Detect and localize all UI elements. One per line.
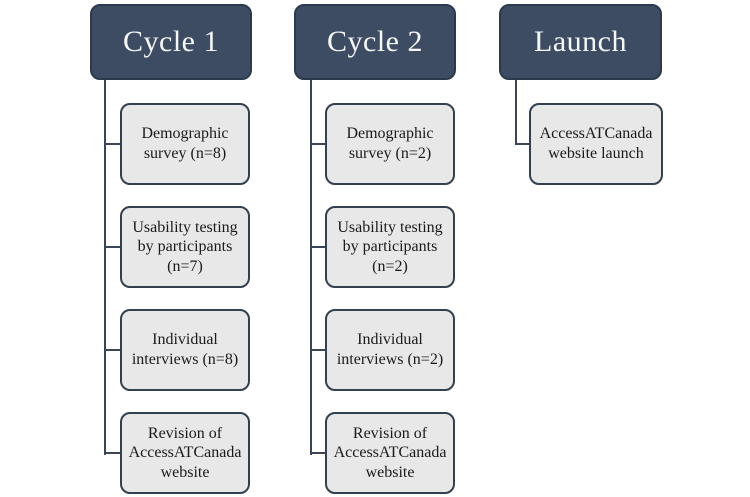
cycle-2-step-usability-testing: Usability testing by participants (n=2)	[325, 206, 455, 288]
cycle-2-connector-trunk	[310, 80, 312, 455]
cycle-2-connector-stub-3	[310, 349, 325, 351]
step-label: Demographic survey (n=2)	[346, 125, 434, 162]
step-label: Individual interviews (n=2)	[336, 331, 444, 368]
cycle-1-connector-stub-4	[104, 452, 120, 454]
cycle-2-title: Cycle 2	[327, 25, 423, 58]
cycle-1-step-usability-testing: Usability testing by participants (n=7)	[120, 206, 250, 288]
step-label: Usability testing by participants (n=7)	[132, 218, 238, 275]
launch-header-box: Launch	[499, 4, 662, 80]
step-label: Revision of AccessATCanada website	[333, 424, 447, 481]
step-label: Demographic survey (n=8)	[141, 125, 229, 162]
launch-connector-trunk	[515, 80, 517, 145]
cycle-2-step-demographic-survey: Demographic survey (n=2)	[325, 103, 455, 185]
cycle-1-connector-stub-1	[104, 143, 120, 145]
step-label: Usability testing by participants (n=2)	[337, 218, 443, 275]
cycle-1-step-revision-website: Revision of AccessATCanada website	[120, 412, 250, 494]
launch-title: Launch	[534, 25, 627, 58]
cycle-2-step-individual-interviews: Individual interviews (n=2)	[325, 309, 455, 391]
step-label: Revision of AccessATCanada website	[128, 424, 242, 481]
cycle-2-connector-stub-1	[310, 143, 325, 145]
step-label: Individual interviews (n=8)	[131, 331, 239, 368]
cycle-1-connector-trunk	[104, 80, 106, 455]
cycle-1-header-box: Cycle 1	[90, 4, 252, 80]
cycle-1-step-individual-interviews: Individual interviews (n=8)	[120, 309, 250, 391]
launch-step-website-launch: AccessATCanada website launch	[529, 103, 663, 185]
cycle-2-connector-stub-4	[310, 452, 325, 454]
cycle-1-step-demographic-survey: Demographic survey (n=8)	[120, 103, 250, 185]
cycle-2-connector-stub-2	[310, 246, 325, 248]
cycle-1-connector-stub-2	[104, 246, 120, 248]
cycle-1-title: Cycle 1	[123, 25, 219, 58]
launch-connector-stub-1	[515, 143, 529, 145]
cycle-2-step-revision-website: Revision of AccessATCanada website	[325, 412, 455, 494]
cycle-2-header-box: Cycle 2	[294, 4, 456, 80]
cycle-1-connector-stub-3	[104, 349, 120, 351]
step-label: AccessATCanada website launch	[539, 125, 653, 162]
